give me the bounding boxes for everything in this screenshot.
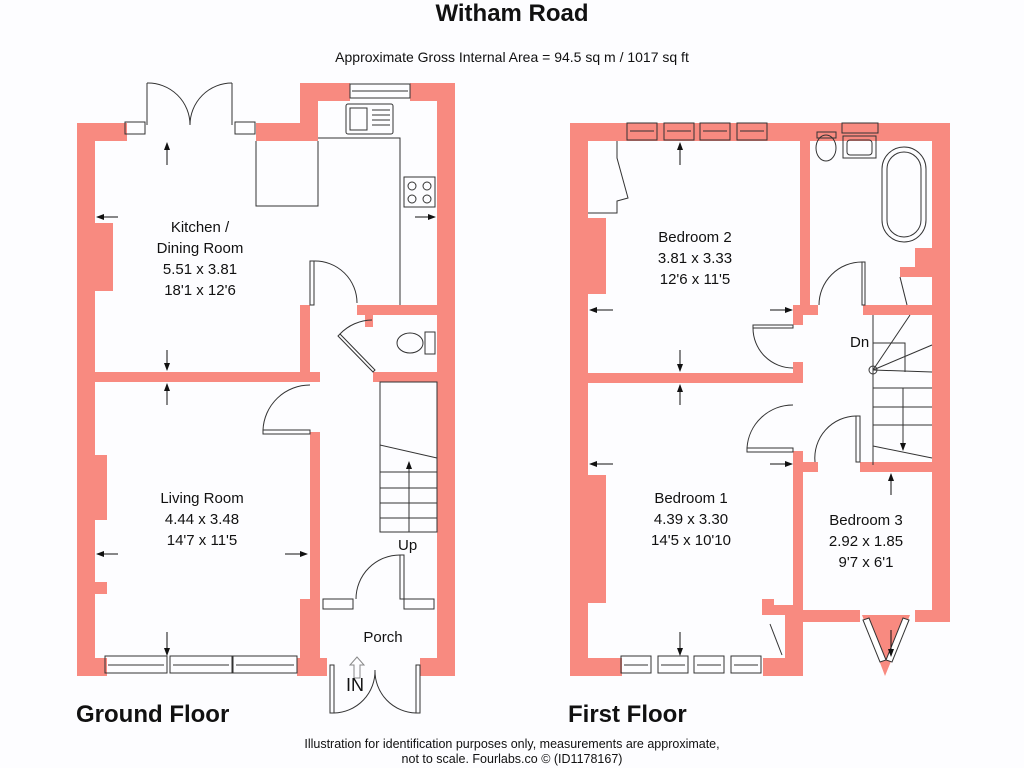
room-label-bedroom-2: Bedroom 2 3.81 x 3.33 12'6 x 11'5 bbox=[657, 229, 733, 288]
stairs-down-label: Dn bbox=[850, 334, 870, 351]
room-label-kitchen-dining: Kitchen / Dining Room 5.51 x 3.81 18'1 x… bbox=[156, 219, 244, 299]
first-floor-fixtures bbox=[588, 122, 933, 674]
gross-area-text: Approximate Gross Internal Area = 94.5 s… bbox=[335, 49, 689, 65]
page-title: Witham Road bbox=[435, 0, 589, 27]
first-floor-walls bbox=[570, 123, 950, 676]
first-floor-dimension-arrows bbox=[589, 142, 894, 657]
disclaimer-line-1: Illustration for identification purposes… bbox=[304, 737, 720, 751]
ground-floor-fixtures bbox=[104, 82, 438, 714]
entrance-in-label: IN bbox=[346, 675, 364, 695]
stairs-up-label: Up bbox=[398, 537, 418, 554]
room-label-bedroom-1: Bedroom 1 4.39 x 3.30 14'5 x 10'10 bbox=[651, 490, 731, 549]
disclaimer-footer: Illustration for identification purposes… bbox=[0, 737, 1024, 767]
room-label-porch: Porch bbox=[363, 629, 403, 646]
ground-floor-dimension-arrows bbox=[96, 142, 436, 656]
ground-floor-label: Ground Floor bbox=[76, 701, 230, 728]
room-label-living-room: Living Room 4.44 x 3.48 14'7 x 11'5 bbox=[160, 490, 244, 549]
first-floor-label: First Floor bbox=[568, 701, 687, 728]
room-label-bedroom-3: Bedroom 3 2.92 x 1.85 9'7 x 6'1 bbox=[828, 512, 904, 571]
ground-floor-walls bbox=[77, 83, 455, 676]
disclaimer-line-2: not to scale. Fourlabs.co © (ID1178167) bbox=[401, 752, 623, 766]
